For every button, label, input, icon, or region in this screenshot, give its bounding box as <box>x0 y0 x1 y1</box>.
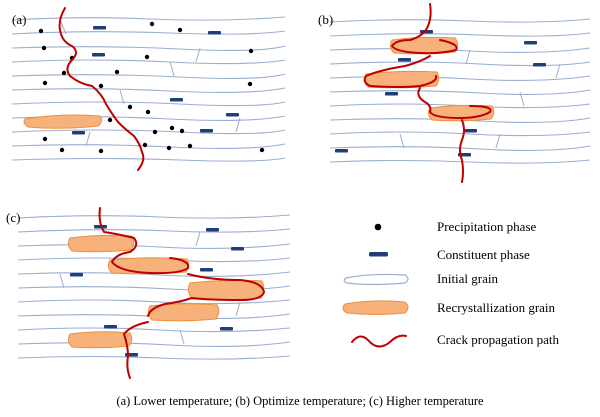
panel-a-label: (a) <box>12 12 26 27</box>
legend-label: Initial grain <box>437 271 499 286</box>
legend-label: Crack propagation path <box>437 332 560 347</box>
constituent-dash-icon <box>369 252 388 257</box>
legend-label: Recrystallization grain <box>437 300 556 315</box>
precipitate-dot-icon <box>374 223 382 231</box>
grain-outline-icon <box>343 273 409 286</box>
panel-c-label: (c) <box>6 210 20 225</box>
panel-b-label: (b) <box>318 12 333 27</box>
panel-c-recrystallized <box>67 234 265 349</box>
panel-c-crack <box>98 207 265 379</box>
legend-item-recrystallization: Recrystallization grain <box>342 300 556 315</box>
legend-item-constituent: Constituent phase <box>369 247 530 262</box>
panel-a: (a) <box>11 7 286 171</box>
panel-b-crack <box>363 3 492 183</box>
legend-item-crack: Crack propagation path <box>351 332 560 348</box>
recrystallized-grain <box>23 114 103 129</box>
panel-b: (b) <box>318 3 591 183</box>
legend-item-precipitation: Precipitation phase <box>374 219 537 234</box>
panel-c-constituents <box>70 225 244 357</box>
legend-label: Precipitation phase <box>437 219 537 234</box>
panel-a-crack <box>58 7 145 171</box>
recrystallized-grain-icon <box>342 300 409 315</box>
panel-a-precipitates <box>38 21 265 154</box>
panel-a-constituents <box>72 26 239 135</box>
legend: Precipitation phase Constituent phase In… <box>342 219 560 348</box>
panel-a-grains <box>11 16 286 162</box>
panel-c: (c) <box>6 207 291 379</box>
legend-item-grain: Initial grain <box>343 271 499 286</box>
panel-b-grains <box>329 18 591 164</box>
legend-label: Constituent phase <box>437 247 530 262</box>
figure-caption: (a) Lower temperature; (b) Optimize temp… <box>116 394 484 408</box>
crack-path-icon <box>351 334 407 348</box>
